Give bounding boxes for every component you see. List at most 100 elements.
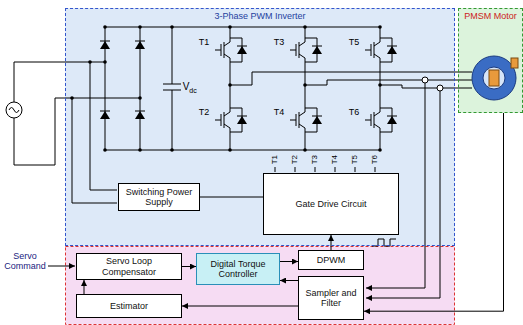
input-label: Servo Command bbox=[2, 251, 48, 272]
igbt-symbol bbox=[299, 54, 305, 62]
igbt-symbol bbox=[215, 50, 221, 51]
signal-arrow bbox=[182, 306, 298, 307]
region-title: 3-Phase PWM Inverter bbox=[66, 9, 454, 21]
motor-rotor bbox=[483, 67, 505, 89]
process-box: Gate Drive Circuit bbox=[263, 173, 399, 235]
box-label: Digital Torque Controller bbox=[200, 259, 276, 280]
gate-signal-label: T3 bbox=[310, 155, 319, 164]
diode-symbol bbox=[387, 46, 397, 54]
signal-arrow bbox=[280, 280, 298, 281]
motor-stator bbox=[472, 56, 516, 100]
signal-arrow bbox=[200, 197, 263, 198]
box-label: Gate Drive Circuit bbox=[295, 199, 366, 209]
dc-rail bbox=[105, 150, 380, 151]
junction-dot bbox=[70, 96, 74, 100]
diode-symbol bbox=[312, 116, 322, 117]
ac-source bbox=[6, 102, 22, 118]
signal-arrow bbox=[182, 266, 196, 267]
junction-dot bbox=[228, 148, 232, 152]
diode-symbol bbox=[100, 111, 110, 119]
inverter-region: 3-Phase PWM InverterSwitching Power Supp… bbox=[65, 8, 455, 246]
diode-symbol bbox=[135, 41, 145, 49]
gate-signal-label: T5 bbox=[350, 155, 359, 164]
controller-region bbox=[66, 247, 455, 325]
gate-signal-label: T4 bbox=[330, 155, 339, 164]
controller-box: Digital Torque Controller bbox=[196, 253, 280, 285]
phase-wire bbox=[305, 80, 472, 85]
igbt-symbol bbox=[224, 42, 225, 58]
process-box: Sampler and Filter bbox=[298, 276, 364, 320]
region-title: PMSM Motor bbox=[459, 9, 522, 21]
process-box: Servo Loop Compensator bbox=[76, 253, 182, 280]
igbt-symbol bbox=[299, 124, 305, 132]
igbt-symbol bbox=[374, 124, 380, 132]
diode-symbol bbox=[100, 41, 110, 42]
gate-signal bbox=[335, 167, 336, 172]
diode-symbol bbox=[312, 46, 322, 54]
diode-symbol bbox=[135, 41, 145, 42]
diode-symbol bbox=[135, 111, 145, 112]
igbt-symbol bbox=[224, 108, 230, 116]
switch-label: T5 bbox=[349, 37, 360, 47]
diode-symbol bbox=[237, 116, 247, 117]
inverter-ground bbox=[65, 8, 455, 246]
leg-wire bbox=[380, 132, 381, 150]
gate-signal bbox=[295, 167, 296, 172]
igbt-symbol bbox=[290, 50, 296, 51]
junction-dot bbox=[303, 148, 307, 152]
igbt-symbol bbox=[365, 120, 371, 121]
gate-signal bbox=[315, 167, 316, 172]
igbt-symbol bbox=[224, 112, 225, 128]
igbt-symbol bbox=[374, 38, 380, 46]
gate-signal-label: T2 bbox=[290, 155, 299, 164]
dc-rail bbox=[105, 27, 380, 28]
voltage-subscript: dc bbox=[189, 87, 196, 95]
gate-signal bbox=[375, 167, 376, 172]
gate-signal bbox=[355, 167, 356, 172]
igbt-symbol bbox=[224, 124, 230, 132]
diode-symbol bbox=[387, 116, 397, 117]
diode-symbol bbox=[387, 46, 397, 47]
junction-dot bbox=[378, 25, 382, 29]
leg-wire bbox=[230, 132, 231, 150]
process-box: DPWM bbox=[298, 250, 364, 270]
igbt-symbol bbox=[299, 108, 305, 116]
voltage-label: V bbox=[183, 81, 190, 93]
switch-label: T2 bbox=[199, 107, 210, 117]
diode-symbol bbox=[100, 111, 110, 112]
diode-symbol bbox=[100, 41, 110, 49]
capacitor-symbol bbox=[172, 90, 173, 150]
switch-label: T6 bbox=[349, 107, 360, 117]
igbt-symbol bbox=[290, 120, 296, 121]
diode-symbol bbox=[135, 111, 145, 119]
box-label: Switching Power Supply bbox=[122, 187, 196, 208]
command-arrow bbox=[48, 266, 75, 267]
gate-signal-label: T6 bbox=[370, 155, 379, 164]
capacitor-symbol bbox=[163, 84, 181, 85]
signal-arrow bbox=[331, 235, 332, 250]
igbt-symbol bbox=[374, 112, 375, 128]
box-label: Servo Loop Compensator bbox=[80, 256, 178, 277]
ac-source bbox=[9, 108, 19, 113]
igbt-symbol bbox=[374, 108, 380, 116]
encoder bbox=[511, 58, 518, 68]
diode-symbol bbox=[237, 116, 247, 124]
diode-symbol bbox=[387, 116, 397, 124]
diode-symbol bbox=[237, 46, 247, 47]
pwm-pulse bbox=[372, 239, 396, 246]
junction-dot bbox=[170, 25, 174, 29]
current-sensor bbox=[437, 85, 443, 91]
switch-label: T3 bbox=[274, 37, 285, 47]
diode-symbol bbox=[312, 46, 322, 47]
igbt-symbol bbox=[299, 38, 305, 46]
junction-dot bbox=[228, 25, 232, 29]
igbt-symbol bbox=[215, 120, 221, 121]
igbt-symbol bbox=[299, 42, 300, 58]
igbt-symbol bbox=[374, 42, 375, 58]
igbt-symbol bbox=[374, 54, 380, 62]
rotor-magnet bbox=[489, 70, 499, 86]
capacitor-symbol bbox=[172, 27, 173, 84]
ac-wire bbox=[14, 62, 105, 102]
igbt-symbol bbox=[224, 38, 230, 46]
